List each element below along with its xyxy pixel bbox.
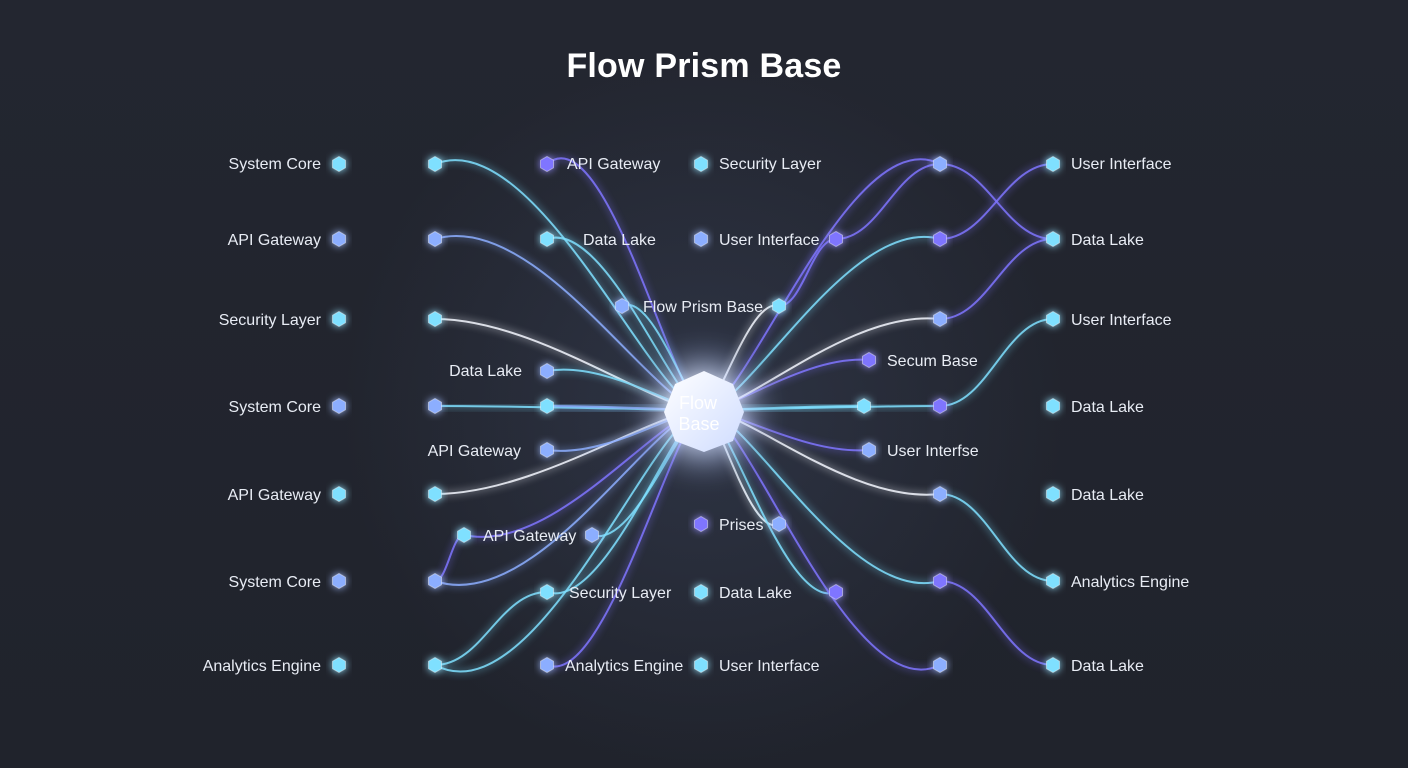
extra-connection-9 [835, 163, 941, 240]
center-node-3 [694, 230, 708, 248]
left-extra-node-6 [585, 526, 599, 544]
label-system-core-2: System Core [229, 399, 322, 416]
extra-connection-8 [939, 580, 1054, 666]
label-api-gateway-3: API Gateway [228, 487, 321, 504]
label-api-gateway-top: API Gateway [567, 156, 660, 173]
label-user-interface-right-2: User Interface [1071, 312, 1172, 329]
left-extra-node-4 [540, 441, 554, 459]
center-node-10 [694, 515, 708, 533]
center-node-6 [772, 297, 786, 315]
label-analytics-engine-1: Analytics Engine [203, 658, 321, 675]
label-api-gateway-2: API Gateway [428, 443, 521, 460]
center-node-9 [862, 441, 876, 459]
right-outer-node-2 [1046, 230, 1060, 248]
left-inner-node-6 [428, 572, 442, 590]
label-data-lake-right-1: Data Lake [1071, 232, 1144, 249]
label-analytics-engine-bottom: Analytics Engine [565, 658, 683, 675]
left-outer-node-3 [332, 310, 346, 328]
center-node-14 [694, 656, 708, 674]
left-outer-node-7 [332, 656, 346, 674]
label-data-lake-bottom: Data Lake [719, 585, 792, 602]
label-flow-prism-base: Flow Prism Base [643, 299, 763, 316]
label-security-layer-bottom: Security Layer [569, 585, 672, 602]
label-analytics-engine-right: Analytics Engine [1071, 574, 1189, 591]
nodes-layer [332, 155, 1060, 674]
extra-connection-13 [434, 591, 548, 666]
right-inner-node-3 [933, 310, 947, 328]
label-user-interface-top: User Interface [719, 232, 820, 249]
left-outer-node-6 [332, 572, 346, 590]
hub-node: Flow Base [612, 318, 796, 502]
left-inner-node-2 [428, 230, 442, 248]
center-node-13 [829, 583, 843, 601]
left-extra-node-2 [540, 362, 554, 380]
label-data-lake-top: Data Lake [583, 232, 656, 249]
left-inner-node-1 [428, 155, 442, 173]
right-outer-node-6 [1046, 572, 1060, 590]
right-inner-node-1 [933, 155, 947, 173]
left-outer-node-5 [332, 485, 346, 503]
left-inner-node-3 [428, 310, 442, 328]
center-node-1 [540, 155, 554, 173]
extra-connection-6 [939, 318, 1054, 407]
center-node-11 [772, 515, 786, 533]
right-outer-node-5 [1046, 485, 1060, 503]
right-outer-node-1 [1046, 155, 1060, 173]
label-system-core-3: System Core [229, 574, 322, 591]
right-inner-node-5 [933, 485, 947, 503]
label-user-interface-right-1: User Interface [1071, 156, 1172, 173]
label-security-layer-1: Security Layer [219, 312, 322, 329]
label-user-interfse: User Interfse [887, 443, 979, 460]
label-api-gateway-4: API Gateway [483, 528, 576, 545]
extra-connection-12 [434, 534, 465, 582]
right-inner-node-7 [933, 656, 947, 674]
left-extra-node-5 [457, 526, 471, 544]
left-outer-node-1 [332, 155, 346, 173]
hub-shape [664, 371, 744, 452]
left-extra-node-1 [540, 230, 554, 248]
center-node-7 [862, 351, 876, 369]
left-inner-node-5 [428, 485, 442, 503]
label-data-lake-right-4: Data Lake [1071, 658, 1144, 675]
left-extra-node-8 [540, 656, 554, 674]
label-data-lake-right-2: Data Lake [1071, 399, 1144, 416]
left-outer-node-2 [332, 230, 346, 248]
label-prises: Prises [719, 517, 763, 534]
label-data-lake-1: Data Lake [449, 363, 522, 380]
label-api-gateway-1: API Gateway [228, 232, 321, 249]
page-title: Flow Prism Base [566, 47, 841, 85]
right-outer-node-7 [1046, 656, 1060, 674]
right-inner-node-6 [933, 572, 947, 590]
label-system-core-1: System Core [229, 156, 322, 173]
right-outer-node-4 [1046, 397, 1060, 415]
right-inner-node-4 [933, 397, 947, 415]
right-outer-node-3 [1046, 310, 1060, 328]
left-inner-node-4 [428, 397, 442, 415]
left-extra-node-7 [540, 583, 554, 601]
label-data-lake-right-3: Data Lake [1071, 487, 1144, 504]
center-node-5 [615, 297, 629, 315]
label-user-interface-bottom: User Interface [719, 658, 820, 675]
left-inner-node-7 [428, 656, 442, 674]
extra-connection-4 [939, 163, 1054, 240]
center-node-12 [694, 583, 708, 601]
label-security-layer-top: Security Layer [719, 156, 822, 173]
extra-connection-5 [939, 238, 1054, 320]
left-extra-node-3 [540, 397, 554, 415]
left-outer-node-4 [332, 397, 346, 415]
extra-connection-10 [778, 238, 837, 307]
center-node-2 [694, 155, 708, 173]
hub-label-line-2: Base [678, 414, 719, 434]
extra-connection-7 [939, 493, 1054, 582]
center-node-4 [829, 230, 843, 248]
right-inner-node-2 [933, 230, 947, 248]
hub-label-line-1: Flow [679, 393, 718, 413]
labels-layer: System Core API Gateway Security Layer D… [203, 156, 1190, 675]
center-node-8 [857, 397, 871, 415]
label-secum-base: Secum Base [887, 353, 978, 370]
